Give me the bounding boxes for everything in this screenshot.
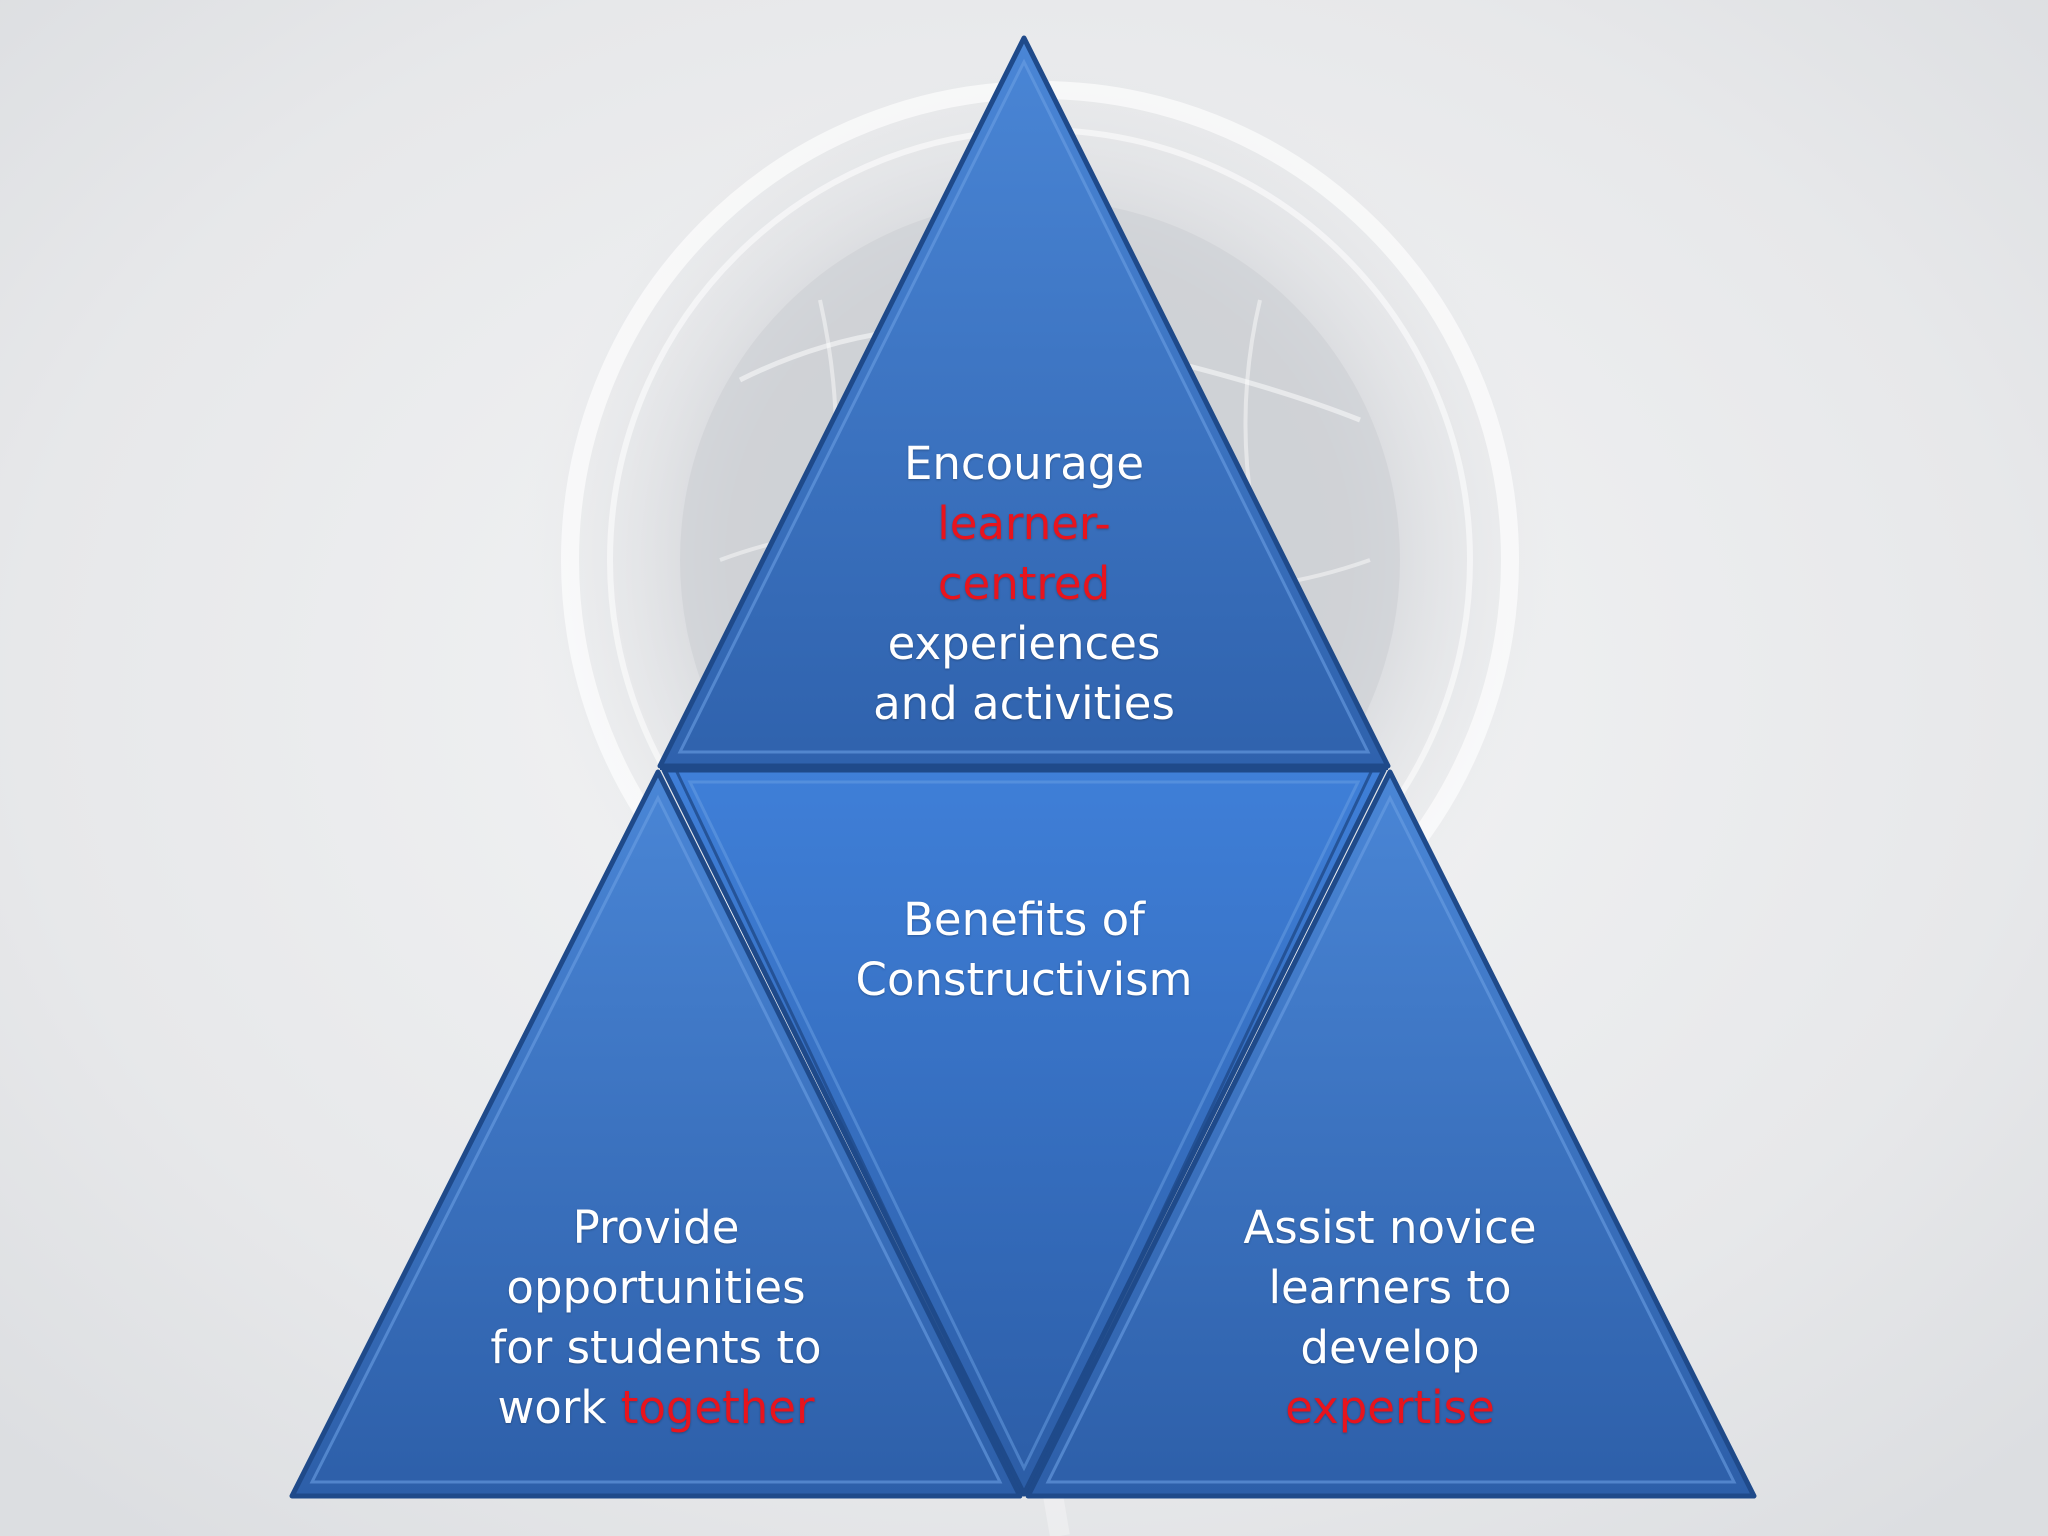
bottom-right-line-1: Assist novice [1243,1201,1537,1254]
top-highlight-2: centred [937,557,1111,610]
bottom-right-line-2: learners to [1268,1261,1512,1314]
bottom-right-triangle-text: Assist novice learners to develop expert… [1190,1198,1590,1438]
bottom-left-line-4-highlight: together [620,1381,815,1434]
bottom-right-line-3: develop [1300,1321,1480,1374]
bottom-left-line-2: opportunities [506,1261,806,1314]
top-line-5: and activities [873,677,1175,730]
bottom-left-line-3: for students to [490,1321,822,1374]
center-line-2: Constructivism [855,953,1193,1006]
bottom-right-triangle [1025,769,1757,1499]
bottom-left-line-1: Provide [572,1201,740,1254]
top-highlight-1: learner- [937,497,1111,550]
bottom-right-line-4-highlight: expertise [1285,1381,1495,1434]
bottom-left-line-4-prefix: work [497,1381,607,1434]
top-line-1: Encourage [903,437,1145,490]
bottom-left-triangle-text: Provide opportunities for students to wo… [456,1198,856,1438]
center-triangle-text: Benefits of Constructivism [804,890,1244,1010]
bottom-left-line-4: work together [456,1378,856,1438]
top-line-4: experiences [887,617,1161,670]
top-triangle-text: Encourage learner- centred experiences a… [824,434,1224,734]
bottom-left-triangle [289,769,1023,1499]
center-line-1: Benefits of [903,893,1145,946]
